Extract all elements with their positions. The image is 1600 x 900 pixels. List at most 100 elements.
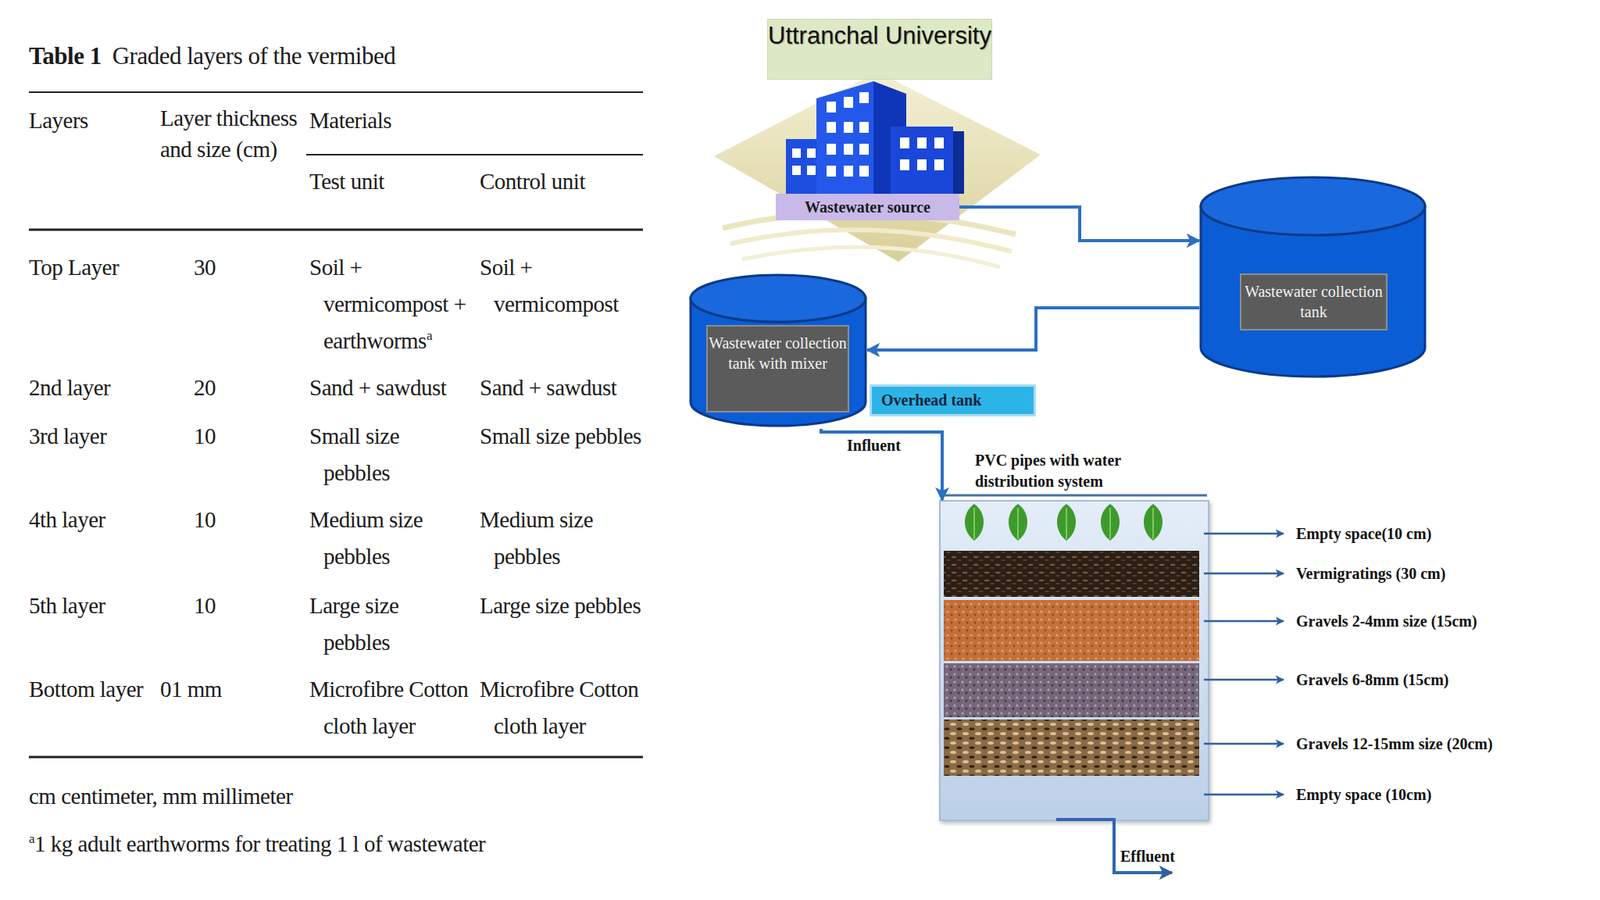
tank-cylinder: Wastewater collection tank with mixer <box>689 273 868 429</box>
window <box>859 92 869 104</box>
building <box>816 81 874 194</box>
table-cell: 01 mm <box>160 671 254 708</box>
table-rule <box>28 756 643 759</box>
distribution-pipe <box>939 494 1208 497</box>
plant-leaf <box>1100 503 1120 541</box>
table-header: Control unit <box>479 163 660 200</box>
label-text: Medium size pebbles <box>479 507 593 569</box>
window <box>900 159 910 171</box>
backdrop-diamond <box>714 71 1041 262</box>
label-text: 10 <box>193 423 216 449</box>
label-text: Empty space (10cm) <box>1296 785 1432 804</box>
table-cell: Large size pebbles <box>479 587 668 625</box>
node-text: Wastewater collection tank with mixer <box>706 325 850 413</box>
label-text: Table 1 <box>28 42 102 70</box>
table-header: Layer thickness and size (cm) <box>160 102 305 165</box>
window <box>859 143 869 155</box>
table-cell: Large size pebbles <box>309 587 470 661</box>
layer-callout: Empty space (10cm) <box>1296 784 1578 805</box>
layer-callout: Vermigratings (30 cm) <box>1296 563 1578 584</box>
tank-cylinder: Wastewater collection tank <box>1199 175 1427 380</box>
label-text: Test unit <box>309 168 385 194</box>
label-text: Materials <box>309 107 392 133</box>
window <box>807 165 816 175</box>
label-text: Empty space(10 cm) <box>1296 525 1432 543</box>
vermifilter-bed: PVC pipes with water distribution system <box>939 500 1210 822</box>
window <box>826 165 836 177</box>
window <box>859 165 869 177</box>
cylinder-top <box>690 275 866 322</box>
table-cell: 30 <box>193 249 288 286</box>
window <box>826 143 836 155</box>
table-cell: 10 <box>193 417 288 455</box>
table-header: Layers <box>28 102 154 140</box>
table-cell: Bottom layer <box>28 671 158 708</box>
label-text: Small size pebbles <box>479 423 642 449</box>
label-text: Large size pebbles <box>309 592 399 655</box>
table-cell: 5th layer <box>28 587 158 625</box>
window <box>807 148 816 158</box>
window <box>843 143 854 155</box>
label-text: Vermigratings (30 cm) <box>1296 564 1446 583</box>
window <box>900 137 910 149</box>
table-cell: 10 <box>193 501 288 539</box>
table-cell: 2nd layer <box>28 369 158 407</box>
window <box>843 165 854 177</box>
label-text: Control unit <box>479 168 586 194</box>
building <box>785 139 822 194</box>
table-cell: Microfibre Cotton cloth layer <box>309 671 493 745</box>
label-text: Layers <box>28 107 89 133</box>
plant-leaf <box>1008 503 1028 541</box>
label-text: Microfibre Cotton cloth layer <box>479 676 639 739</box>
callout-arrow <box>1203 532 1284 536</box>
label-text: 10 <box>193 592 216 618</box>
table-cell: 3rd layer <box>28 417 158 455</box>
effluent-label: Effluent <box>1120 846 1277 867</box>
label-text: 4th layer <box>28 507 106 533</box>
label-text: Small size pebbles <box>309 423 400 486</box>
label-text: 10 <box>193 507 216 533</box>
table-rule <box>28 91 643 93</box>
table-cell: Microfibre Cotton cloth layer <box>479 671 668 745</box>
callout-arrow <box>1203 572 1284 575</box>
layer-callout: Gravels 12-15mm size (20cm) <box>1296 733 1593 754</box>
source-box: Wastewater source <box>775 193 960 221</box>
footnote-mark: a <box>28 831 35 847</box>
window <box>917 137 927 149</box>
node-text: Uttranchal University <box>767 19 992 50</box>
label-text: Gravels 2-4mm size (15cm) <box>1296 612 1478 630</box>
window <box>843 121 854 133</box>
layer-callout: Empty space(10 cm) <box>1296 523 1578 544</box>
label-text: Bottom layer <box>28 676 143 702</box>
swoosh <box>742 246 1000 268</box>
callout-arrow <box>1203 620 1284 623</box>
plant-leaf <box>1143 503 1163 541</box>
label-text: 01 mm <box>160 676 222 702</box>
table-cell: Soil + vermicompost + earthwormsa <box>309 249 470 360</box>
building <box>873 81 907 194</box>
plant-leaf <box>1057 503 1076 541</box>
window <box>792 165 801 175</box>
window <box>826 101 836 113</box>
table-cell: Top Layer <box>28 249 158 286</box>
table-cell: 10 <box>193 587 288 625</box>
university-box: Uttranchal University <box>767 18 993 80</box>
label-text: Soil + vermicompost + earthworms <box>309 254 467 354</box>
table-cell: Medium size pebbles <box>309 501 470 575</box>
label-text: Gravels 12-15mm size (20cm) <box>1296 735 1493 753</box>
node-text: Wastewater source <box>775 193 960 221</box>
label-text: Medium size pebbles <box>309 507 423 569</box>
label-text: Gravels 6-8mm (15cm) <box>1296 671 1450 689</box>
flow-connector <box>959 207 1200 241</box>
table-footnote: a1 kg adult earthworms for treating 1 l … <box>28 825 733 863</box>
window <box>934 137 944 149</box>
table-cell: Sand + sawdust <box>479 369 668 407</box>
gravel-layer <box>943 719 1200 776</box>
label-text: 2nd layer <box>28 375 111 400</box>
gravel-layer <box>943 600 1200 661</box>
window <box>859 121 869 133</box>
table-cell: 4th layer <box>28 501 158 539</box>
